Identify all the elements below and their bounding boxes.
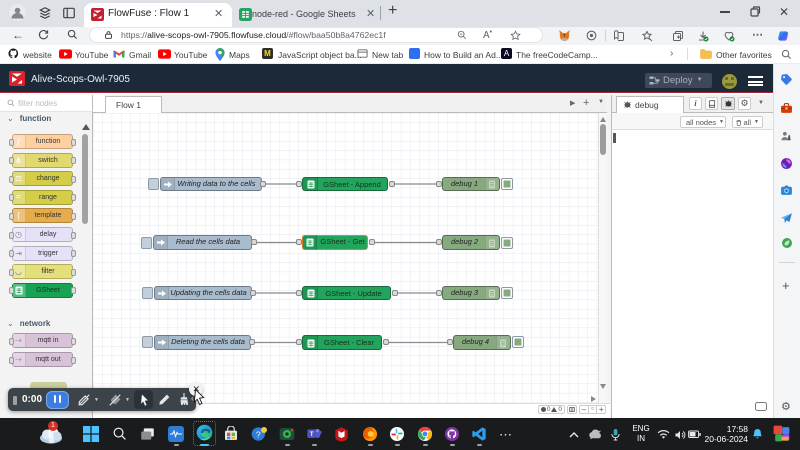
svg-text:?: ? [256, 429, 261, 439]
svg-text:T: T [310, 432, 314, 438]
